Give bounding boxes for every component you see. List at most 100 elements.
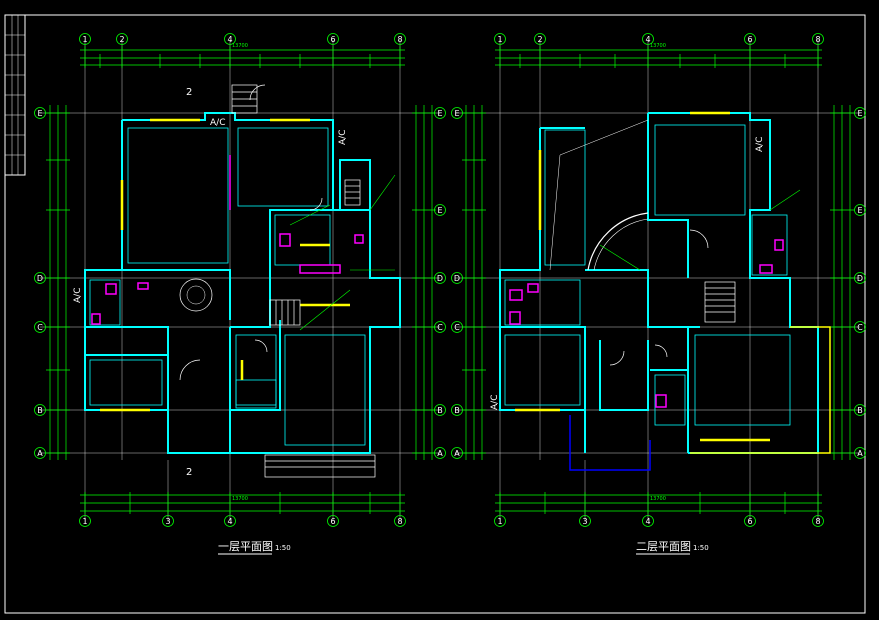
left-axis-right-bubble xyxy=(434,272,446,284)
left-axis-left-label: C xyxy=(37,323,43,332)
left-axis-right-bubble xyxy=(434,447,446,459)
left-axis-left-label: D xyxy=(37,274,43,283)
right-stairs xyxy=(704,281,736,323)
right-axis-left-bubble xyxy=(451,404,463,416)
left-axis-right-bubble xyxy=(434,404,446,416)
right-axis-left-bubble xyxy=(451,447,463,459)
right-axis-left-label: A xyxy=(454,449,460,458)
left-axis-bottom-bubble xyxy=(162,515,174,527)
left-leaders xyxy=(289,174,396,331)
left-axis-top-bubble xyxy=(394,33,406,45)
right-curved-balcony xyxy=(587,212,649,271)
right-axis-bottom-bubble xyxy=(744,515,756,527)
right-axis-right-bubble xyxy=(854,321,866,333)
right-axis-bottom-label: 1 xyxy=(497,517,502,526)
right-interior-lines xyxy=(504,124,791,426)
plan-scale: 1:50 xyxy=(275,544,291,552)
left-axis-right-label: D xyxy=(437,274,443,283)
title-block-lines xyxy=(5,15,25,175)
right-axis-top-bubble xyxy=(812,33,824,45)
left-axis-bottom-bubble xyxy=(394,515,406,527)
section-mark: 2 xyxy=(186,87,192,98)
right-fixtures xyxy=(509,239,784,408)
right-axis-top-label: 8 xyxy=(815,35,820,44)
left-round-feature xyxy=(179,278,213,312)
right-axis-top-label: 1 xyxy=(497,35,502,44)
left-axis-bottom-bubble xyxy=(327,515,339,527)
left-axis-right-bubble xyxy=(434,321,446,333)
sheet-border xyxy=(4,14,866,614)
right-axis-right-label: C xyxy=(857,323,863,332)
ac-label: A/C xyxy=(755,137,765,152)
dimension-total: 13700 xyxy=(232,496,248,502)
left-axis-top-label: 6 xyxy=(330,35,335,44)
ac-label: A/C xyxy=(73,288,83,303)
right-blue-rail xyxy=(569,415,651,471)
left-axis-right-label: A xyxy=(437,449,443,458)
left-axis-right-label: C xyxy=(437,323,443,332)
left-interior-lines xyxy=(89,127,366,446)
right-doors xyxy=(609,229,709,366)
right-balcony-rail xyxy=(690,326,831,454)
right-axis-right-bubble xyxy=(854,272,866,284)
right-axis-bottom-label: 3 xyxy=(582,517,587,526)
left-axis-top-label: 4 xyxy=(227,35,232,44)
right-axis-bottom-label: 8 xyxy=(815,517,820,526)
left-stairs xyxy=(231,84,376,478)
right-ac-labels: A/C A/C xyxy=(490,137,765,410)
right-axis-top-bubble xyxy=(494,33,506,45)
left-axis-left-label: B xyxy=(37,406,43,415)
right-axis-left-label: D xyxy=(454,274,460,283)
left-axis-left-label: A xyxy=(37,449,43,458)
right-axis-left-label: B xyxy=(454,406,460,415)
right-axis-bottom-label: 6 xyxy=(747,517,752,526)
left-dim-lines xyxy=(49,49,433,512)
left-axis-bottom-label: 8 xyxy=(397,517,402,526)
left-axis-bottom-bubble xyxy=(79,515,91,527)
right-axis-bottom-bubble xyxy=(642,515,654,527)
left-axis-bottom-label: 1 xyxy=(82,517,87,526)
ac-label: A/C xyxy=(210,118,225,128)
right-axis-right-bubble xyxy=(854,404,866,416)
right-axis-bottom-bubble xyxy=(812,515,824,527)
left-axis-bottom-label: 4 xyxy=(227,517,232,526)
left-dim-ticks xyxy=(46,46,436,514)
left-axis-top-label: 2 xyxy=(119,35,124,44)
left-axis-left-bubble xyxy=(34,107,46,119)
dimension-total: 13700 xyxy=(650,496,666,502)
left-doors xyxy=(179,84,323,381)
right-axis-top-label: 2 xyxy=(537,35,542,44)
right-leaders xyxy=(599,189,801,271)
right-axis-right-label: E xyxy=(857,109,862,118)
right-dim-lines xyxy=(465,49,851,512)
right-axis-right-label: B xyxy=(857,406,863,415)
right-axis-top-bubble xyxy=(534,33,546,45)
left-axis-left-bubble xyxy=(34,321,46,333)
right-walls xyxy=(499,112,819,454)
ac-label: A/C xyxy=(338,130,348,145)
right-axis-left-bubble xyxy=(451,272,463,284)
left-walls xyxy=(84,112,401,454)
dimension-total: 13700 xyxy=(650,43,666,49)
left-axis-right-label: E xyxy=(437,206,442,215)
ac-label: A/C xyxy=(490,395,500,410)
left-axis-top-bubble xyxy=(116,33,128,45)
left-axis-top-label: 1 xyxy=(82,35,87,44)
left-axis-right-bubble xyxy=(434,204,446,216)
right-axis-top-label: 4 xyxy=(645,35,650,44)
right-axis-bottom-bubble xyxy=(494,515,506,527)
plan-title: 一层平面图 xyxy=(218,540,273,553)
right-axis-right-bubble xyxy=(854,447,866,459)
second-floor-plan: A/C A/C 13700 13700 二层平面图 1:50 xyxy=(455,40,860,555)
first-floor-plan: A/C A/C A/C 2 2 13700 13700 一层平面图 1:50 xyxy=(40,40,440,555)
right-axis-right-bubble xyxy=(854,204,866,216)
right-axis-top-bubble xyxy=(744,33,756,45)
left-axis-bottom-label: 3 xyxy=(165,517,170,526)
left-fixtures xyxy=(91,155,364,325)
left-axis-right-label: E xyxy=(437,109,442,118)
section-mark: 2 xyxy=(186,467,192,478)
right-axis-top-bubble xyxy=(642,33,654,45)
